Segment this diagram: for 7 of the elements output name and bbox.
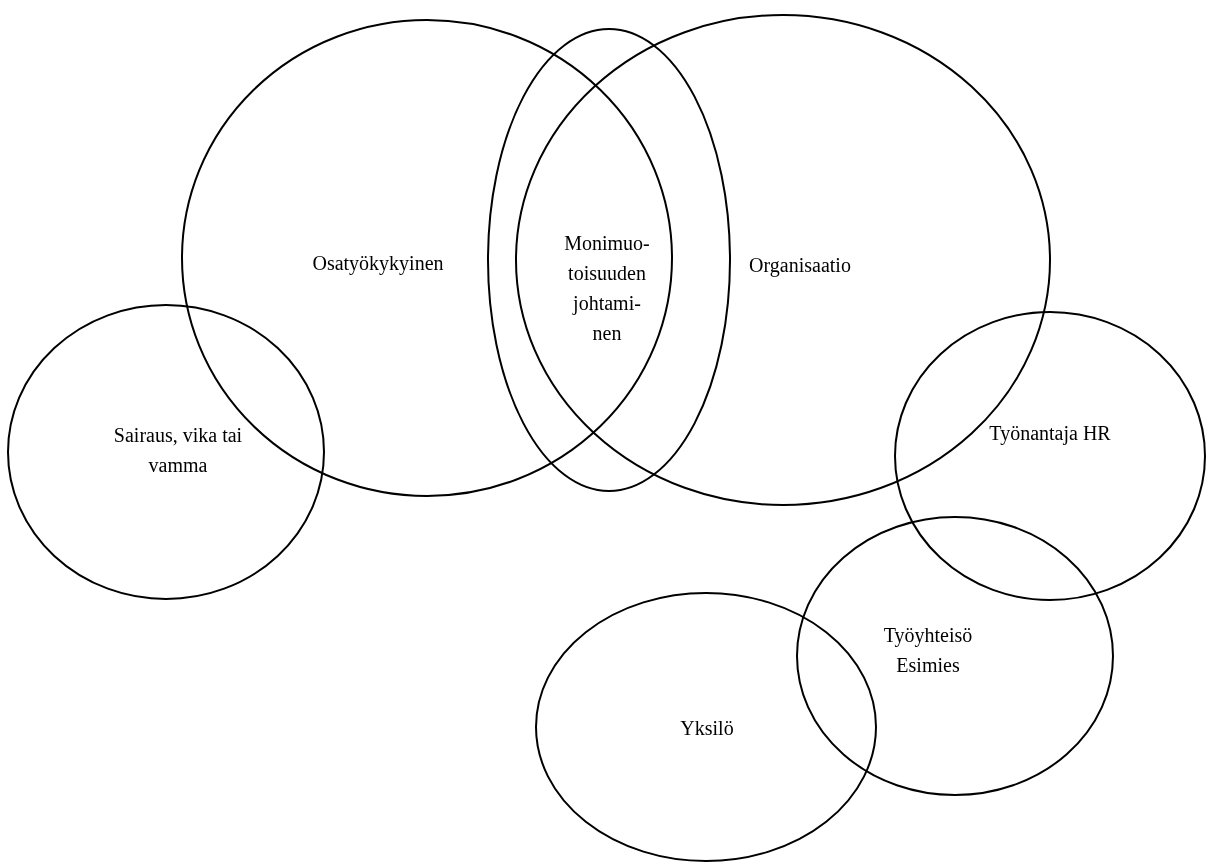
ellipse-label: Organisaatio (748, 253, 852, 279)
ellipse-label: Työnantaja HR (988, 421, 1112, 447)
ellipse-label: Osatyökykyinen (311, 251, 445, 277)
ellipse-label: Monimuo- toisuuden johtami- nen (563, 231, 651, 346)
ellipse-label: Työyhteisö Esimies (882, 623, 974, 678)
ellipse-label: Sairaus, vika tai vamma (112, 423, 244, 478)
ellipse-label: Yksilö (679, 716, 735, 741)
